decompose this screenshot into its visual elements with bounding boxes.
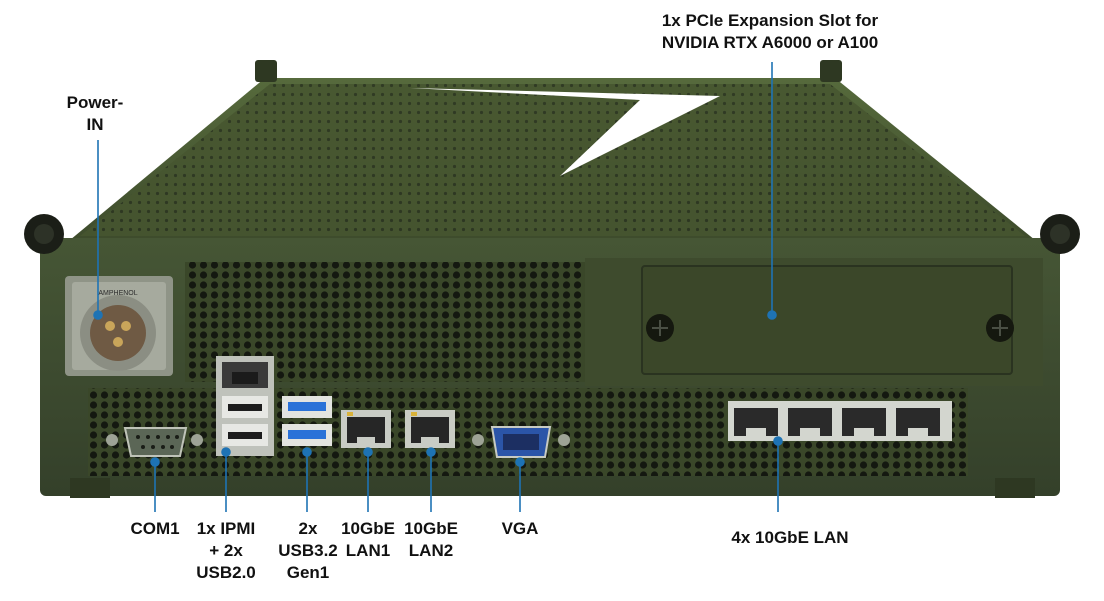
label-power-in: Power- IN bbox=[66, 93, 124, 134]
vga-port[interactable] bbox=[472, 426, 570, 458]
label-ipmi-usb2: 1x IPMI + 2x USB2.0 bbox=[196, 519, 256, 582]
com1-port[interactable] bbox=[106, 427, 203, 457]
power-in-connector[interactable]: AMPHENOL bbox=[65, 276, 173, 376]
lan2-port[interactable] bbox=[405, 410, 455, 448]
label-com1: COM1 bbox=[130, 519, 180, 538]
label-lan-quad: 4x 10GbE LAN bbox=[731, 528, 849, 547]
label-lan2: 10GbE LAN2 bbox=[404, 519, 458, 560]
ipmi-usb2-stack[interactable] bbox=[216, 356, 274, 456]
pcie-slot-cover bbox=[585, 258, 1043, 386]
lan-quad-ports[interactable] bbox=[728, 401, 952, 441]
label-vga: VGA bbox=[501, 519, 539, 538]
label-pcie-slot: 1x PCIe Expansion Slot for NVIDIA RTX A6… bbox=[661, 11, 879, 52]
chassis-top bbox=[70, 60, 1035, 240]
label-lan1: 10GbE LAN1 bbox=[341, 519, 395, 560]
usb32-ports[interactable] bbox=[282, 396, 332, 446]
logo-mark bbox=[410, 88, 720, 176]
callout-lines bbox=[93, 62, 783, 512]
lan1-port[interactable] bbox=[341, 410, 391, 448]
label-usb32: 2x USB3.2 Gen1 bbox=[278, 519, 338, 582]
connector-brand-text: AMPHENOL bbox=[98, 290, 137, 297]
